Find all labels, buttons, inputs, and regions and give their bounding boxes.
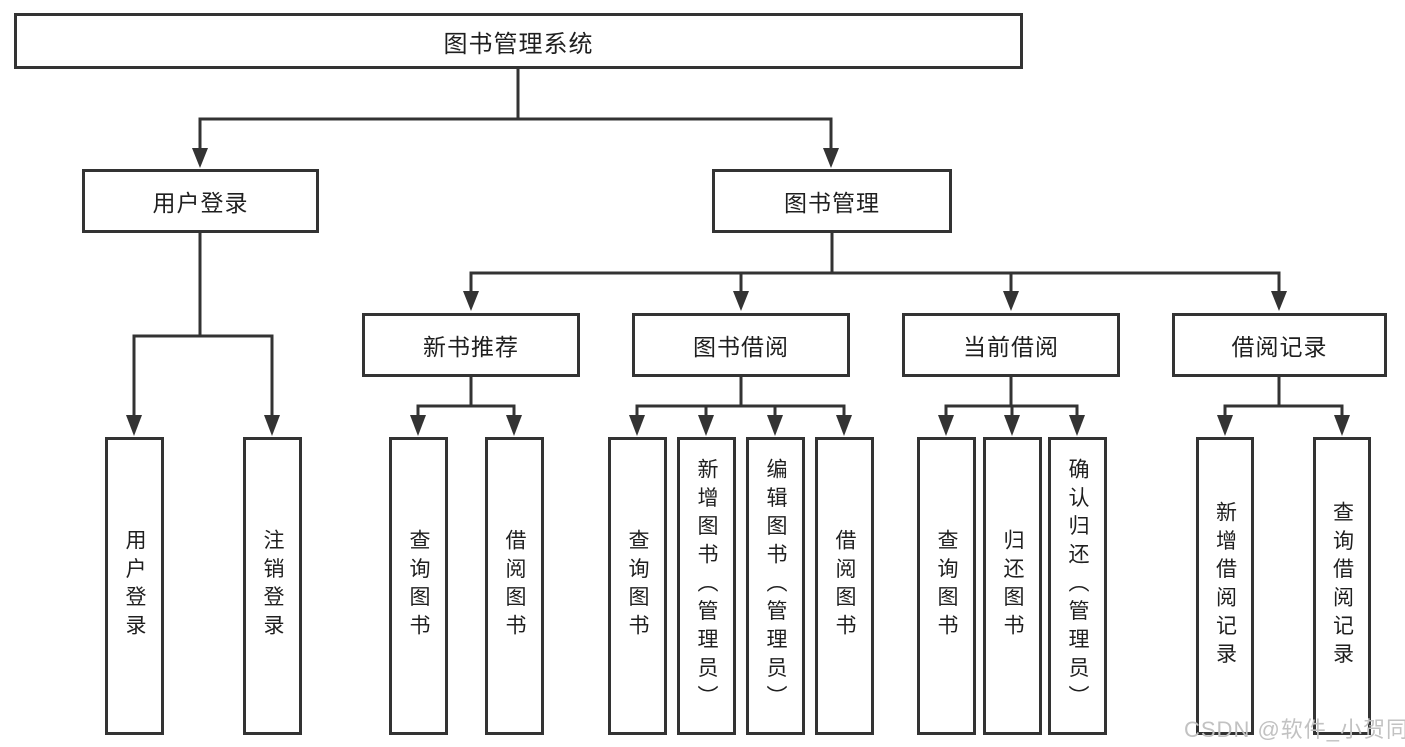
node-book-management: 图书管理	[712, 169, 952, 233]
leaf-confirm-return-admin: 确认归还（管理员）	[1048, 437, 1107, 735]
node-user-login: 用户登录	[82, 169, 319, 233]
node-root-label: 图书管理系统	[443, 30, 594, 58]
leaf-return-books: 归还图书	[983, 437, 1042, 735]
leaf-edit-books-admin-label: 编辑图书（管理员）	[764, 458, 787, 714]
node-root: 图书管理系统	[14, 13, 1023, 69]
leaf-logout-label: 注销登录	[261, 529, 284, 643]
node-borrow-records-label: 借阅记录	[1231, 334, 1328, 360]
leaf-borrow-books-label: 借阅图书	[833, 529, 856, 643]
leaf-query-books-borrow: 查询图书	[608, 437, 667, 735]
leaf-add-books-admin-label: 新增图书（管理员）	[695, 458, 718, 714]
leaf-edit-books-admin: 编辑图书（管理员）	[746, 437, 805, 735]
leaf-query-books-current: 查询图书	[917, 437, 976, 735]
leaf-query-books-recommend-label: 查询图书	[407, 529, 430, 643]
node-book-borrow-label: 图书借阅	[693, 334, 789, 360]
node-book-management-label: 图书管理	[784, 190, 880, 216]
leaf-borrow-books: 借阅图书	[815, 437, 874, 735]
leaf-query-borrow-record: 查询借阅记录	[1313, 437, 1371, 735]
leaf-confirm-return-admin-label: 确认归还（管理员）	[1066, 458, 1089, 714]
node-new-book-recommend: 新书推荐	[362, 313, 580, 377]
leaf-user-login-label: 用户登录	[123, 529, 146, 643]
node-book-borrow: 图书借阅	[632, 313, 850, 377]
leaf-add-borrow-record: 新增借阅记录	[1196, 437, 1254, 735]
node-user-login-label: 用户登录	[152, 190, 249, 216]
leaf-borrow-books-recommend: 借阅图书	[485, 437, 544, 735]
leaf-query-borrow-record-label: 查询借阅记录	[1330, 500, 1354, 672]
leaf-add-books-admin: 新增图书（管理员）	[677, 437, 736, 735]
leaf-query-books-borrow-label: 查询图书	[626, 529, 649, 643]
node-current-borrow: 当前借阅	[902, 313, 1120, 377]
node-current-borrow-label: 当前借阅	[963, 334, 1059, 360]
leaf-query-books-recommend: 查询图书	[389, 437, 448, 735]
arrowheads	[126, 148, 1350, 436]
leaf-query-books-current-label: 查询图书	[935, 529, 958, 643]
leaf-add-borrow-record-label: 新增借阅记录	[1213, 500, 1237, 672]
leaf-borrow-books-recommend-label: 借阅图书	[503, 529, 526, 643]
node-borrow-records: 借阅记录	[1172, 313, 1387, 377]
leaf-user-login: 用户登录	[105, 437, 164, 735]
node-new-book-recommend-label: 新书推荐	[423, 334, 519, 360]
leaf-logout: 注销登录	[243, 437, 302, 735]
watermark: CSDN @软件_小贺同学	[1184, 717, 1405, 742]
leaf-return-books-label: 归还图书	[1001, 529, 1024, 643]
